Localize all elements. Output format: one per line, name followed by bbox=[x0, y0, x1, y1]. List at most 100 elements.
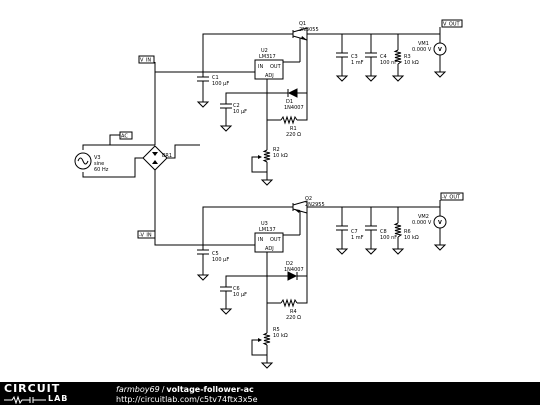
capacitor-c5: C5 100 µF bbox=[197, 249, 229, 263]
vm1-name: VM1 bbox=[418, 41, 429, 47]
r6-name: R6 bbox=[404, 229, 411, 235]
q2-name: Q2 bbox=[305, 196, 312, 202]
q1-part: 2N3055 bbox=[299, 27, 319, 33]
q2-part: 2N2955 bbox=[305, 202, 325, 208]
c6-name: C6 bbox=[233, 286, 240, 292]
r6-value: 10 kΩ bbox=[404, 235, 419, 241]
bridge-rectifier-br1: BR1 bbox=[142, 145, 172, 171]
vm2-name: VM2 bbox=[418, 214, 429, 220]
author-link[interactable]: farmboy69 bbox=[116, 385, 160, 394]
resistor-r4: R4 220 Ω bbox=[280, 298, 301, 321]
regulator-u2: IN OUT ADJ U2 LM317 bbox=[254, 48, 284, 80]
logo-wordmark-bottom: LAB bbox=[48, 394, 69, 403]
capacitor-c4: C4 100 nF bbox=[365, 52, 397, 66]
capacitor-c3: C3 1 mF bbox=[336, 52, 364, 66]
c3-value: 1 mF bbox=[351, 60, 364, 66]
vm1-reading: 0.000 V bbox=[412, 47, 432, 53]
d1-part: 1N4007 bbox=[284, 105, 304, 111]
r3-name: R3 bbox=[404, 54, 411, 60]
u2-adj-pin: ADJ bbox=[265, 73, 274, 79]
net-tag-ac: AC bbox=[119, 131, 133, 140]
c8-value: 100 nF bbox=[380, 235, 397, 241]
circuit-title[interactable]: voltage-follower-ac bbox=[166, 385, 254, 394]
circuit-url-link[interactable]: http://circuitlab.com/c5tv74ftx3x5e bbox=[116, 395, 258, 404]
upper-regulator: Q1 2N3055 IN OUT ADJ U2 LM317 C1 100 µF … bbox=[138, 19, 463, 186]
transistor-q1: Q1 2N3055 bbox=[292, 21, 319, 42]
c7-name: C7 bbox=[351, 229, 358, 235]
v3-type: sine bbox=[94, 161, 104, 167]
ac-source-section: BR1 V3 sine 60 Hz AC bbox=[74, 62, 200, 235]
c3-name: C3 bbox=[351, 54, 358, 60]
voltmeter-vm2: V VM2 0.000 V bbox=[412, 214, 447, 229]
svg-text:-V_OUT: -V_OUT bbox=[442, 195, 461, 201]
c5-name: C5 bbox=[212, 251, 219, 257]
u2-part: LM317 bbox=[259, 54, 276, 60]
d1-name: D1 bbox=[286, 99, 293, 105]
r1-name: R1 bbox=[290, 126, 297, 132]
c4-value: 100 nF bbox=[380, 60, 397, 66]
r2-value: 10 kΩ bbox=[273, 153, 288, 159]
diode-d2: D2 1N4007 bbox=[284, 261, 304, 281]
circuitlab-logo[interactable]: CIRCUIT LAB bbox=[4, 383, 100, 404]
potentiometer-r2: R2 10 kΩ bbox=[258, 147, 288, 163]
capacitor-c6: C6 10 µF bbox=[220, 286, 247, 298]
v3-name: V3 bbox=[94, 155, 101, 161]
c2-name: C2 bbox=[233, 103, 240, 109]
u2-out-pin: OUT bbox=[270, 64, 282, 70]
net-tag-v-in: V_IN bbox=[138, 55, 155, 64]
r5-name: R5 bbox=[273, 327, 280, 333]
d2-part: 1N4007 bbox=[284, 267, 304, 273]
c4-name: C4 bbox=[380, 54, 387, 60]
capacitor-c7: C7 1 mF bbox=[336, 225, 364, 241]
c8-name: C8 bbox=[380, 229, 387, 235]
r4-value: 220 Ω bbox=[286, 315, 301, 321]
vm1-symbol: V bbox=[438, 47, 442, 53]
lower-regulator: Q2 2N2955 IN OUT ADJ U3 LM137 C5 100 µF … bbox=[137, 192, 464, 369]
circuit-schematic: Q1 2N3055 IN OUT ADJ U2 LM317 C1 100 µF … bbox=[74, 19, 464, 369]
v3-frequency: 60 Hz bbox=[94, 167, 109, 173]
voltmeter-vm1: V VM1 0.000 V bbox=[412, 41, 447, 56]
diode-d1: D1 1N4007 bbox=[284, 88, 304, 111]
u2-name: U2 bbox=[261, 48, 268, 54]
resistor-r3: R3 10 kΩ bbox=[393, 49, 419, 66]
c1-name: C1 bbox=[212, 75, 219, 81]
r5-value: 10 kΩ bbox=[273, 333, 288, 339]
q1-name: Q1 bbox=[299, 21, 306, 27]
d2-name: D2 bbox=[286, 261, 293, 267]
net-tag-v-out: V_OUT bbox=[439, 19, 463, 34]
transistor-q2: Q2 2N2955 bbox=[292, 196, 325, 215]
u3-adj-pin: ADJ bbox=[265, 246, 274, 252]
potentiometer-r5: R5 10 kΩ bbox=[258, 327, 288, 346]
regulator-u3: IN OUT ADJ U3 LM137 bbox=[254, 221, 284, 253]
capacitor-c2: C2 10 µF bbox=[220, 103, 247, 115]
author-title-line: farmboy69/voltage-follower-ac bbox=[116, 385, 254, 394]
net-tag-neg-v-in: -V_IN bbox=[137, 230, 156, 239]
logo-trace-icon bbox=[4, 395, 46, 404]
u3-part: LM137 bbox=[259, 227, 276, 233]
svg-text:V_IN: V_IN bbox=[140, 58, 151, 64]
svg-text:AC: AC bbox=[121, 134, 128, 140]
ac-source-v3: V3 sine 60 Hz bbox=[74, 152, 109, 173]
u3-out-pin: OUT bbox=[270, 237, 282, 243]
c5-value: 100 µF bbox=[212, 257, 229, 263]
resistor-r6: R6 10 kΩ bbox=[393, 222, 419, 241]
resistor-r1: R1 220 Ω bbox=[280, 115, 301, 138]
capacitor-c1: C1 100 µF bbox=[197, 75, 229, 88]
vm2-reading: 0.000 V bbox=[412, 220, 432, 226]
capacitor-c8: C8 100 nF bbox=[365, 225, 397, 241]
svg-text:-V_IN: -V_IN bbox=[139, 233, 152, 239]
u2-in-pin: IN bbox=[258, 64, 263, 70]
net-tag-neg-v-out: -V_OUT bbox=[439, 192, 464, 207]
r3-value: 10 kΩ bbox=[404, 60, 419, 66]
logo-wordmark-top: CIRCUIT bbox=[4, 382, 61, 395]
c1-value: 100 µF bbox=[212, 81, 229, 87]
u3-in-pin: IN bbox=[258, 237, 263, 243]
c6-value: 10 µF bbox=[233, 292, 247, 298]
u3-name: U3 bbox=[261, 221, 268, 227]
r1-value: 220 Ω bbox=[286, 132, 301, 138]
br1-name: BR1 bbox=[162, 153, 172, 159]
path-separator: / bbox=[161, 385, 165, 394]
footer-bar: CIRCUIT LAB farmboy69/voltage-follower-a… bbox=[0, 382, 540, 405]
r2-name: R2 bbox=[273, 147, 280, 153]
c2-value: 10 µF bbox=[233, 109, 247, 115]
